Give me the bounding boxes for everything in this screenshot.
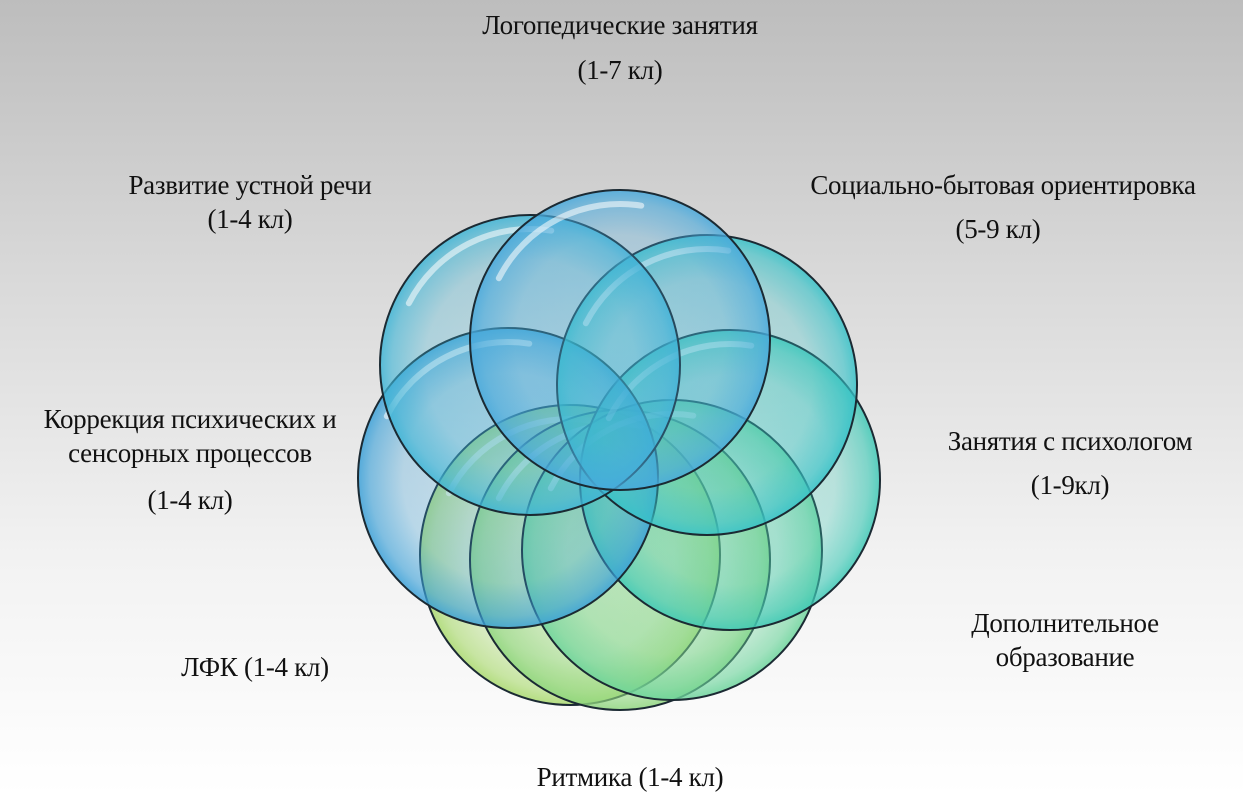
circle-logoped (469, 189, 771, 491)
label-extra-line1: Дополнительное (971, 608, 1159, 638)
label-speech: Развитие устной речи (1-4 кл) (90, 168, 410, 236)
label-lfk-line1: ЛФК (1-4 кл) (181, 652, 329, 682)
label-speech-line2: (1-4 кл) (207, 204, 293, 234)
label-extra: Дополнительное образование (935, 606, 1195, 674)
label-logoped-line2: (1-7 кл) (577, 55, 663, 85)
label-rhythm-line1: Ритмика (1-4 кл) (536, 762, 724, 792)
label-logoped: Логопедические занятия (1-7 кл) (450, 8, 790, 87)
label-correction-line2: сенсорных процессов (68, 438, 312, 468)
label-rhythm: Ритмика (1-4 кл) (500, 760, 760, 794)
label-correction: Коррекция психических и сенсорных процес… (4, 402, 376, 517)
label-correction-line3: (1-4 кл) (147, 485, 233, 515)
label-logoped-line1: Логопедические занятия (482, 10, 758, 40)
label-psych-line2: (1-9кл) (1030, 470, 1110, 500)
label-social: Социально-бытовая ориентировка (5-9 кл) (768, 168, 1238, 246)
label-lfk: ЛФК (1-4 кл) (150, 650, 360, 684)
label-speech-line1: Развитие устной речи (128, 170, 372, 200)
label-social-line1: Социально-бытовая ориентировка (810, 170, 1196, 200)
label-psych-line1: Занятия с психологом (947, 426, 1193, 456)
label-social-line2: (5-9 кл) (955, 214, 1041, 244)
label-correction-line1: Коррекция психических и (43, 404, 337, 434)
label-extra-line2: образование (995, 642, 1135, 672)
circle-logoped-highlight (495, 201, 645, 282)
label-psych: Занятия с психологом (1-9кл) (910, 424, 1230, 502)
